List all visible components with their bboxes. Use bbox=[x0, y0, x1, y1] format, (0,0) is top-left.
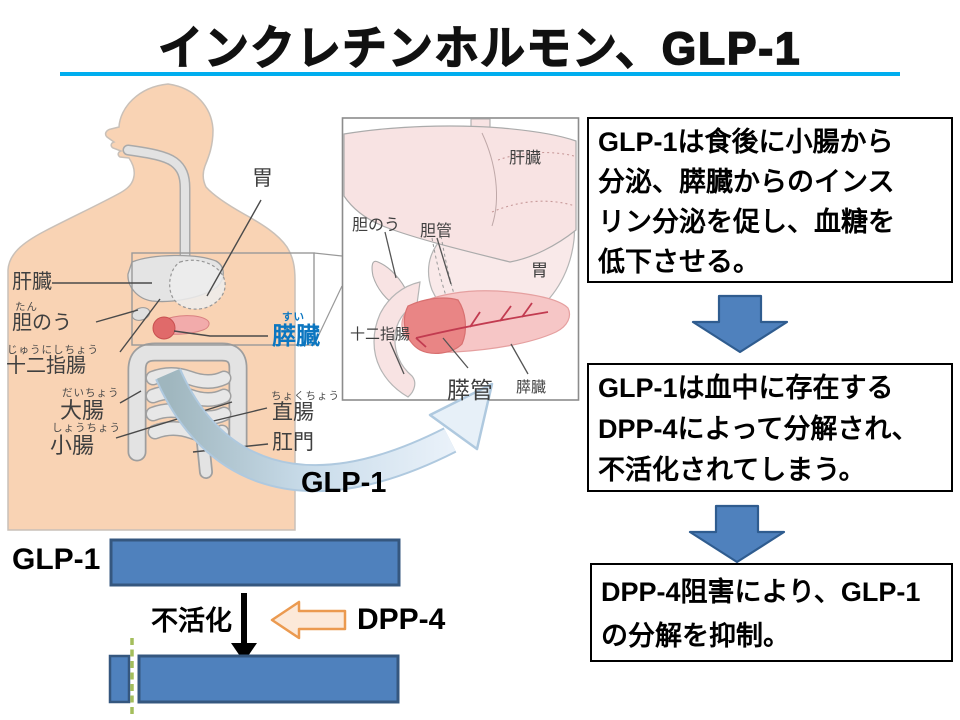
flow-box-3: DPP-4阻害により、GLP-1 の分解を抑制。 bbox=[590, 563, 953, 662]
flow-box-1-line: GLP-1は食後に小腸から bbox=[598, 127, 894, 157]
label-duodenum: 十二指腸 bbox=[6, 355, 86, 377]
inset-label-pancreatic-duct: 膵管 bbox=[447, 377, 493, 403]
body-figure bbox=[7, 83, 343, 531]
inset-duodenum-shape bbox=[373, 281, 421, 398]
flow-box-2-line: DPP-4によって分解され、 bbox=[598, 414, 919, 444]
flow-box-1-line: リン分泌を促し、血糖を bbox=[598, 207, 895, 237]
title-underline-rule bbox=[60, 72, 900, 76]
flow-box-2: GLP-1は血中に存在する DPP-4によって分解され、 不活化されてしまう。 bbox=[587, 363, 953, 492]
inset-liver-lobe-line bbox=[481, 132, 497, 227]
label-liver: 肝臓 bbox=[12, 271, 52, 293]
flow-box-1-line: 低下させる。 bbox=[598, 247, 760, 277]
dpp4-arrow bbox=[270, 600, 347, 640]
stomach-shape bbox=[169, 259, 226, 310]
furigana-gallbladder: たん bbox=[15, 301, 38, 313]
cleave-arrow-head bbox=[231, 643, 257, 662]
glp1-intact-label: GLP-1 bbox=[12, 543, 101, 576]
large-intestine-inner bbox=[129, 344, 246, 460]
inset-bile-duct-2 bbox=[440, 235, 455, 295]
glp1-secretion-arrow bbox=[155, 368, 494, 493]
flow-down-arrow-2 bbox=[688, 504, 786, 564]
esophagus-inner bbox=[124, 146, 189, 269]
inset-bile-duct bbox=[431, 237, 448, 300]
label-pancreas: 膵臓 bbox=[272, 323, 320, 350]
curve-fill bbox=[157, 369, 456, 491]
label-large-intestine: 大腸 bbox=[60, 398, 105, 423]
inset-label-stomach: 胃 bbox=[531, 261, 548, 280]
flow-box-1-line: 分泌、膵臓からのインス bbox=[598, 167, 895, 197]
flow-box-2-line: 不活化されてしまう。 bbox=[598, 455, 866, 485]
zoom-connector-bottom bbox=[313, 285, 343, 346]
inset-liver-shape bbox=[343, 125, 577, 263]
glp1-bar-intact bbox=[109, 538, 401, 587]
glp1-secretion-arrow-label: GLP-1 bbox=[301, 467, 387, 499]
flow-box-3-line: DPP-4阻害により、GLP-1 bbox=[601, 577, 921, 607]
label-small-intestine: 小腸 bbox=[50, 433, 95, 458]
pancreas-head-shape bbox=[152, 316, 176, 340]
label-rectum: 直腸 bbox=[272, 401, 314, 424]
furigana-large-intestine: だいちょう bbox=[62, 387, 120, 399]
inset-label-bile-duct: 胆管 bbox=[420, 223, 453, 240]
page-title: インクレチンホルモン、GLP-1 bbox=[158, 22, 802, 75]
flow-box-2-line: GLP-1は血中に存在する bbox=[598, 373, 894, 403]
flow-down-arrow-1 bbox=[691, 294, 789, 354]
glp1-bar-fragment-small bbox=[108, 654, 131, 704]
inset-label-pancreas: 膵臓 bbox=[516, 379, 547, 396]
flow-box-3-line: の分解を抑制。 bbox=[601, 621, 790, 651]
curve-arrowhead bbox=[428, 382, 494, 451]
inactivation-label: 不活化 bbox=[151, 606, 232, 636]
inset-liver-dotted-2 bbox=[497, 152, 575, 161]
glp1-bar-fragment-large bbox=[137, 654, 400, 704]
flow-box-1: GLP-1は食後に小腸から 分泌、膵臓からのインス リン分泌を促し、血糖を 低下… bbox=[587, 117, 953, 283]
inset-pancreas-head bbox=[403, 297, 467, 354]
inset-label-duodenum: 十二指腸 bbox=[350, 326, 411, 343]
furigana-duodenum: じゅうにしちょう bbox=[7, 344, 99, 356]
label-stomach: 胃 bbox=[252, 167, 273, 190]
label-gallbladder: 胆のう bbox=[12, 312, 72, 334]
label-anus: 肛門 bbox=[272, 431, 314, 454]
zoom-region-rect bbox=[131, 252, 315, 346]
inset-leader-lines bbox=[384, 231, 529, 375]
inset-label-gallbladder: 胆のう bbox=[352, 217, 401, 234]
inset-pancreatic-duct bbox=[415, 302, 549, 348]
furigana-rectum: ちょくちょう bbox=[271, 390, 340, 402]
inset-label-liver: 肝臓 bbox=[509, 150, 542, 167]
inset-diagram bbox=[341, 117, 580, 401]
furigana-pancreas: すい bbox=[282, 311, 305, 323]
furigana-small-intestine: しょうちょう bbox=[52, 422, 121, 434]
zoom-connector-top bbox=[313, 252, 343, 257]
inactivation-diagram-shapes bbox=[108, 538, 401, 714]
dpp4-label: DPP-4 bbox=[357, 603, 446, 636]
